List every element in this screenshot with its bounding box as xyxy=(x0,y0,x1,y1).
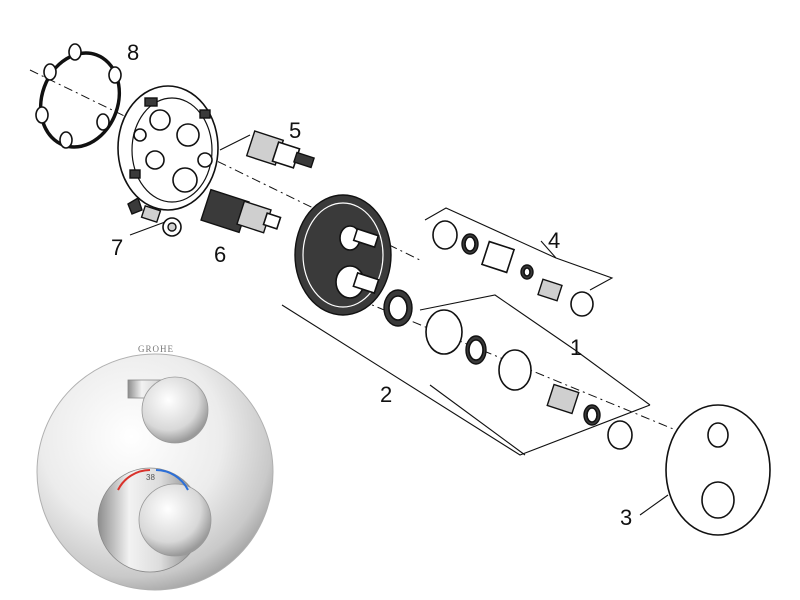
part-5-cartridge xyxy=(219,130,315,169)
valve-body-housing xyxy=(117,85,219,211)
callout-3: 3 xyxy=(620,505,632,530)
callout-bracket-4 xyxy=(424,207,614,291)
product-photo: GROHE 38 xyxy=(36,344,274,591)
main-axis-lower xyxy=(359,299,701,441)
part-1-2-group xyxy=(383,289,633,450)
callout-6: 6 xyxy=(214,242,226,267)
callout-brackets-1-2 xyxy=(281,294,651,456)
callout-1: 1 xyxy=(570,335,582,360)
callout-5: 5 xyxy=(289,118,301,143)
part-7-check-valves xyxy=(127,196,182,237)
callout-numbers: 8 5 4 7 6 1 2 3 xyxy=(111,40,632,530)
brand-logo: GROHE xyxy=(138,344,174,354)
part-8-seal-ring xyxy=(35,43,122,149)
lower-knob xyxy=(138,483,212,557)
hot-mark xyxy=(117,469,151,491)
callout-2: 2 xyxy=(380,382,392,407)
part-3-cover-plate xyxy=(639,404,771,536)
mounting-plate xyxy=(294,194,392,316)
cold-mark xyxy=(155,469,189,491)
callout-7: 7 xyxy=(111,235,123,260)
upper-knob xyxy=(141,376,209,444)
part-4-group xyxy=(432,220,594,317)
callout-4: 4 xyxy=(548,228,560,253)
part-6-thermo-cartridge xyxy=(200,188,282,234)
callout-8: 8 xyxy=(127,40,139,65)
temperature-mark: 38 xyxy=(146,473,155,482)
